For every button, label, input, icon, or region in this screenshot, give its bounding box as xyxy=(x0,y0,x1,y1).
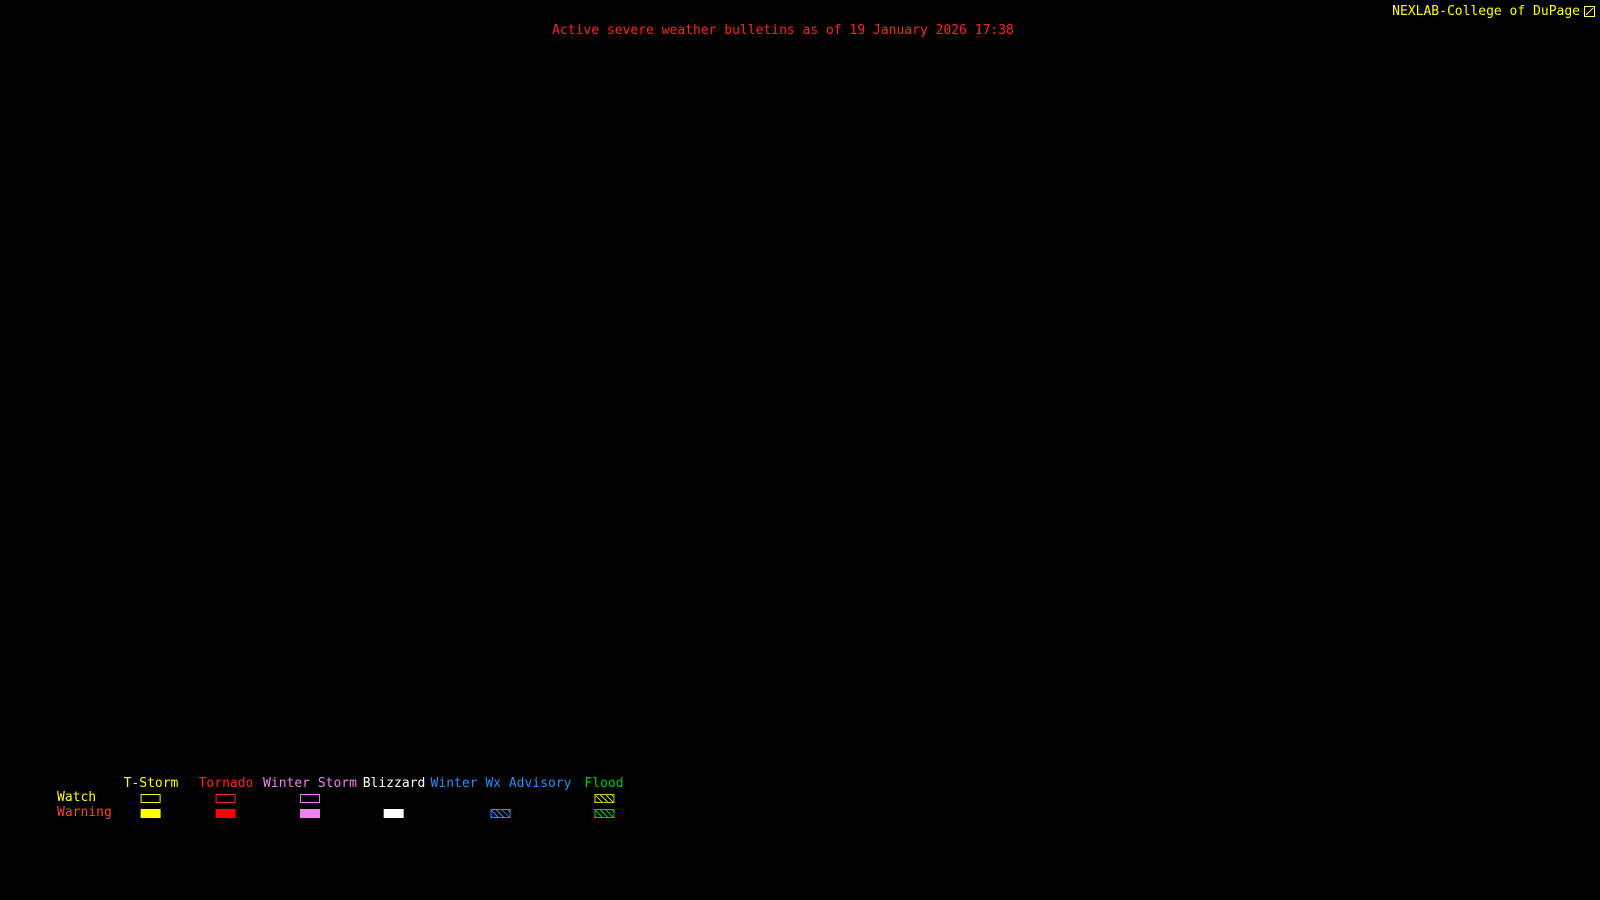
legend-swatch-watch xyxy=(593,794,614,803)
legend-swatch-watch xyxy=(299,794,320,803)
legend-col-blizzard: Blizzard xyxy=(362,776,426,818)
legend-col-header: Tornado xyxy=(198,776,254,791)
bulletin-title: Active severe weather bulletins as of 19… xyxy=(552,23,1014,38)
legend: Watch Warning T-Storm Tornado Winter Storm… xyxy=(0,777,720,827)
legend-swatch-warning xyxy=(384,809,404,818)
legend-col-header: T-Storm xyxy=(123,776,179,791)
legend-col-header: Winter Storm xyxy=(263,776,357,791)
legend-row-label-warning: Warning xyxy=(57,805,112,820)
legend-col-winter-storm: Winter Storm xyxy=(263,777,357,818)
legend-col-winter-wx-advisory: Winter Wx Advisory xyxy=(430,776,572,818)
legend-swatch-warning xyxy=(299,809,320,818)
legend-swatch-warning xyxy=(490,809,511,818)
legend-row-label-watch: Watch xyxy=(57,790,97,805)
cod-logo-icon xyxy=(1584,6,1595,17)
legend-swatch-watch xyxy=(215,794,236,803)
legend-col-header: Flood xyxy=(584,776,624,791)
legend-col-t-storm: T-Storm xyxy=(123,776,179,818)
legend-col-flood: Flood xyxy=(584,776,624,818)
legend-swatch-watch xyxy=(140,794,161,803)
legend-col-header: Blizzard xyxy=(362,776,426,791)
brand: NEXLAB-College of DuPage xyxy=(1392,4,1595,19)
legend-col-header: Winter Wx Advisory xyxy=(430,776,572,791)
legend-swatch-warning xyxy=(140,809,161,818)
brand-text: NEXLAB-College of DuPage xyxy=(1392,4,1580,19)
legend-swatch-warning xyxy=(593,809,614,818)
legend-col-tornado: Tornado xyxy=(198,776,254,818)
legend-swatch-warning xyxy=(215,809,236,818)
